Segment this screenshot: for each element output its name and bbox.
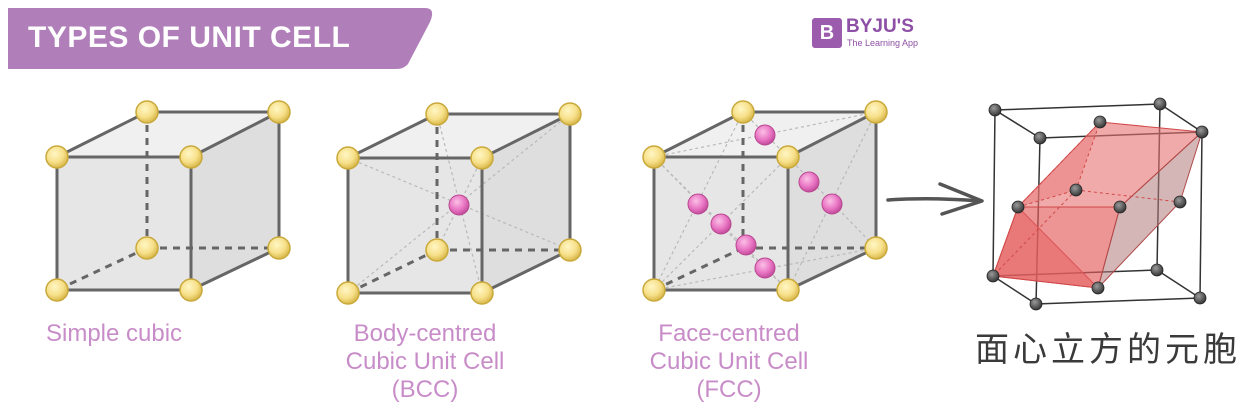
byjus-logo: B BYJU'S The Learning App <box>812 16 942 54</box>
lattice-atom <box>1093 115 1107 129</box>
corner-atom <box>45 145 69 169</box>
arrow-icon <box>886 182 984 216</box>
corner-atom <box>470 281 494 305</box>
corner-atom <box>45 278 69 302</box>
fcc-primitive-cell <box>986 97 1209 311</box>
caption-simple-cubic: Simple cubic <box>46 320 182 348</box>
lattice-atom <box>1011 200 1025 214</box>
fcc-cell <box>642 100 888 302</box>
corner-atom <box>864 236 888 260</box>
lattice-atom <box>1033 131 1047 145</box>
corner-atom <box>336 146 360 170</box>
logo-tagline: The Learning App <box>847 38 919 48</box>
corner-atom <box>731 100 755 124</box>
face-center-atom <box>735 234 757 256</box>
lattice-atom <box>986 269 1000 283</box>
lattice-atom <box>1193 291 1207 305</box>
lattice-atom <box>1091 281 1105 295</box>
lattice-atom <box>1153 97 1167 111</box>
corner-atom <box>179 145 203 169</box>
corner-atom <box>776 278 800 302</box>
lattice-atom <box>1150 263 1164 277</box>
lattice-atom <box>1069 183 1083 197</box>
caption-line: (BCC) <box>391 376 459 403</box>
body-center-atom <box>448 194 470 216</box>
banner-title: TYPES OF UNIT CELL <box>28 21 351 54</box>
face-center-atom <box>754 124 776 146</box>
lattice-atom <box>1029 297 1043 311</box>
corner-atom <box>135 236 159 260</box>
lattice-atom <box>1173 195 1187 209</box>
corner-atom <box>558 102 582 126</box>
face-center-atom <box>821 193 843 215</box>
face-center-atom <box>710 213 732 235</box>
logo-mark: B <box>812 18 842 48</box>
corner-atom <box>135 100 159 124</box>
corner-atom <box>267 100 291 124</box>
corner-atom <box>776 145 800 169</box>
caption-fcc: Face-centred Cubic Unit Cell (FCC) <box>630 320 828 404</box>
corner-atom <box>642 278 666 302</box>
corner-atom <box>336 281 360 305</box>
logo-name: BYJU'S <box>846 16 914 37</box>
caption-line: Body-centred <box>353 320 497 347</box>
caption-line: Cubic Unit Cell <box>649 348 809 375</box>
corner-atom <box>642 145 666 169</box>
corner-atom <box>425 102 449 126</box>
primitive-cell-label: 面心立方的元胞 <box>975 330 1241 370</box>
face-center-atom <box>687 193 709 215</box>
corner-atom <box>470 146 494 170</box>
lattice-atom <box>988 103 1002 117</box>
lattice-atom <box>1113 200 1127 214</box>
lattice-atom <box>1195 125 1209 139</box>
corner-atom <box>267 236 291 260</box>
caption-bcc: Body-centred Cubic Unit Cell (BCC) <box>326 320 524 404</box>
bcc-cell <box>336 102 582 305</box>
face-center-atom <box>754 257 776 279</box>
corner-atom <box>425 238 449 262</box>
corner-atom <box>558 238 582 262</box>
simple-cubic-cell <box>45 100 291 302</box>
banner-shape <box>8 8 433 69</box>
caption-line: Simple cubic <box>46 320 183 347</box>
corner-atom <box>179 278 203 302</box>
caption-line: Face-centred <box>658 320 800 347</box>
face-center-atom <box>798 171 820 193</box>
caption-line: (FCC) <box>696 376 762 403</box>
corner-atom <box>864 100 888 124</box>
caption-line: Cubic Unit Cell <box>345 348 505 375</box>
title-banner: TYPES OF UNIT CELL <box>0 0 440 74</box>
